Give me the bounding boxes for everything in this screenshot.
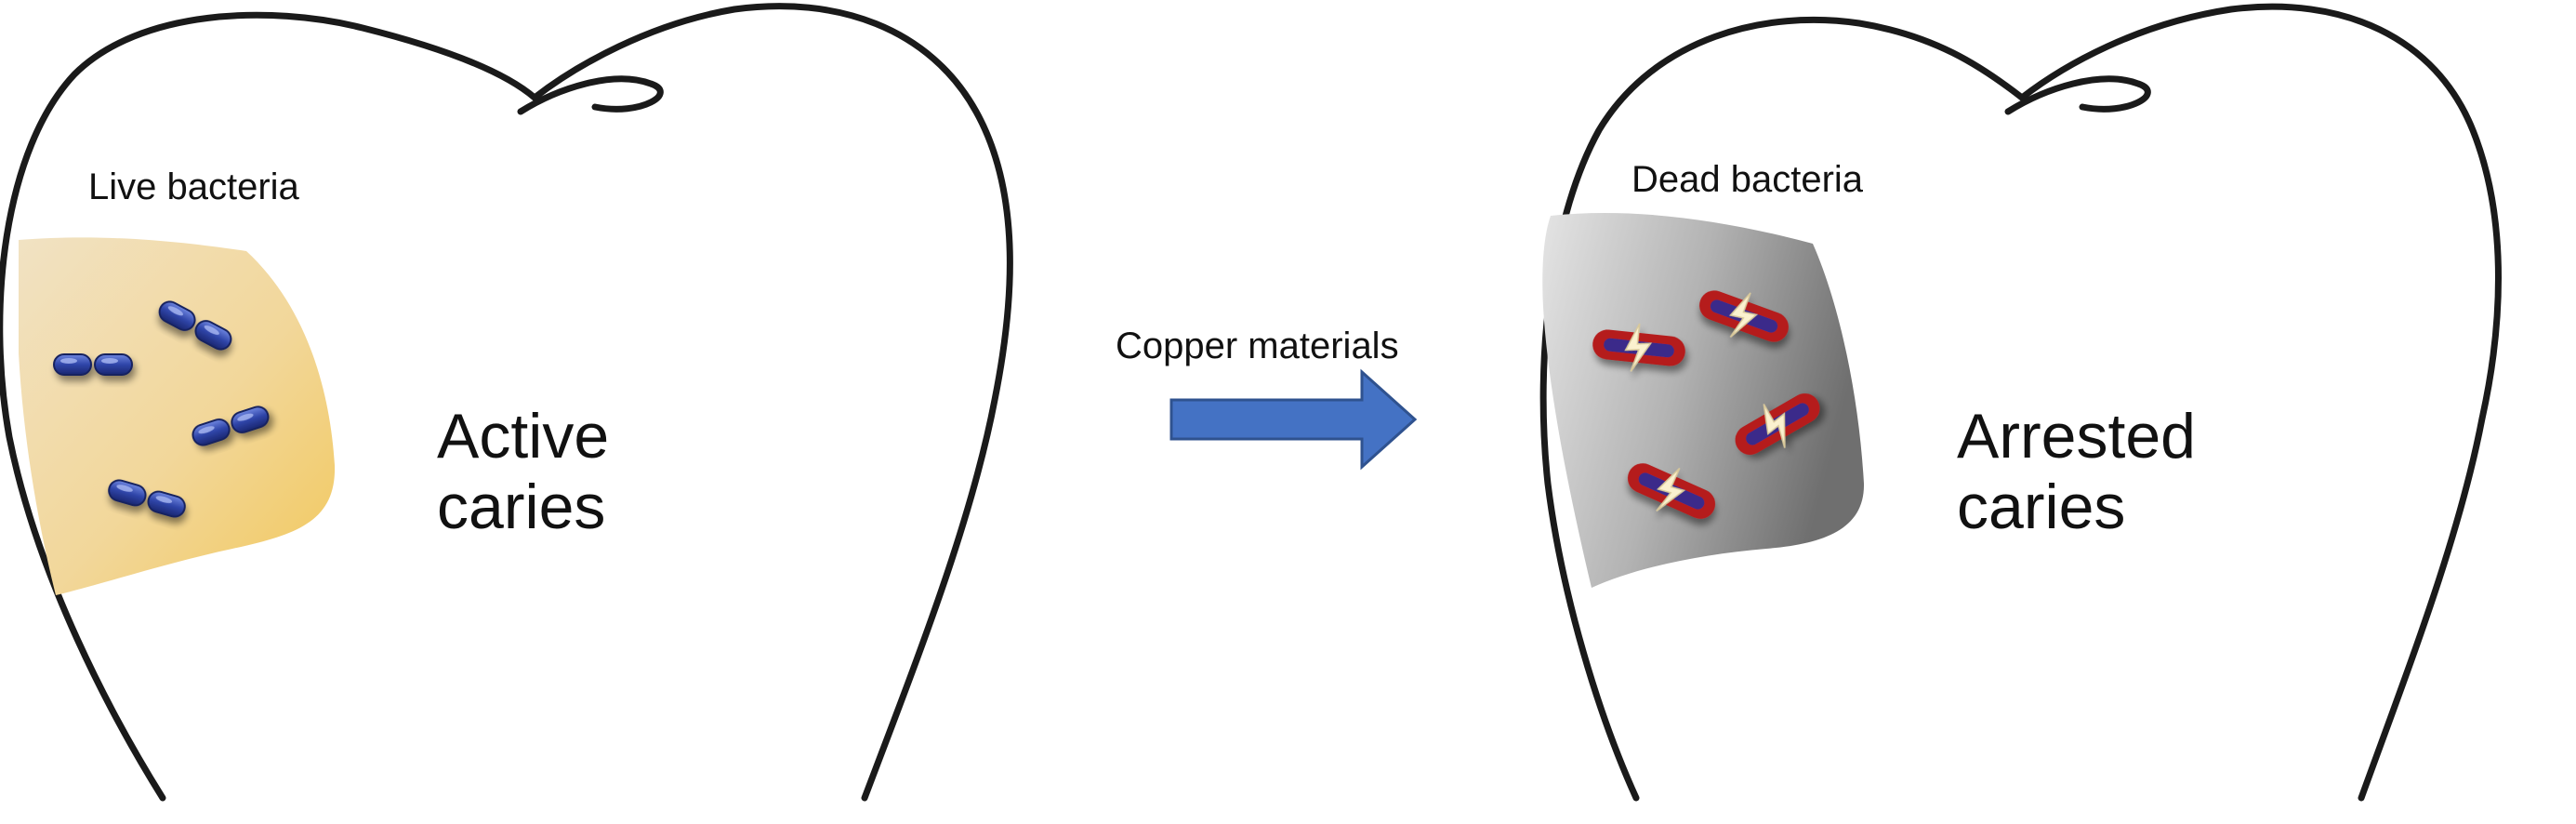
arrested-state-line1: Arrested (1957, 401, 2196, 472)
active-state-line1: Active (437, 401, 609, 472)
lightning-bolt-icon (1624, 323, 1653, 372)
active-lesion (19, 237, 336, 595)
tooth-outline-icon (1539, 3, 2502, 802)
arrested-state-line2: caries (1957, 472, 2125, 542)
active-state-line2: caries (437, 472, 605, 542)
right-tooth: Dead bacteria Arrested caries (1539, 3, 2502, 802)
lightning-bolt-icon (1763, 404, 1786, 448)
left-tooth: Live bacteria Active caries (0, 3, 1013, 802)
tooth-cusp-fold (2004, 75, 2151, 115)
tooth-outline-icon (0, 3, 1013, 802)
tooth-cusp-fold (517, 75, 664, 115)
dead-bacterium-icon (1592, 323, 1685, 372)
arrested-lesion (1542, 212, 1865, 588)
right-arrow-icon (1169, 368, 1418, 471)
dead-bacterium-icon (1735, 393, 1820, 455)
lightning-bolt-icon (1729, 292, 1758, 338)
copper-materials-label: Copper materials (1116, 326, 1399, 366)
copper-treatment-arrow: Copper materials (1116, 326, 1418, 471)
dead-bacteria-label: Dead bacteria (1631, 159, 1864, 200)
dead-bacterium-icon (1627, 463, 1716, 519)
dead-bacterium-icon (1699, 290, 1789, 342)
lightning-bolt-icon (1656, 467, 1686, 512)
live-bacteria-label: Live bacteria (88, 166, 300, 207)
